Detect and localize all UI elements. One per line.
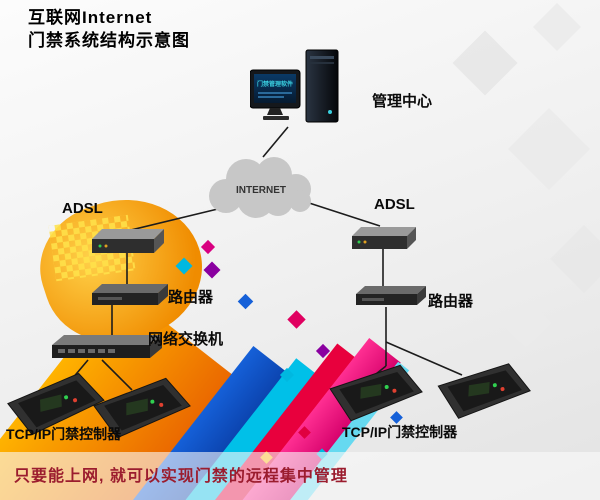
controller-icon: [437, 363, 531, 419]
modem-icon: [92, 229, 164, 253]
access-controller: [324, 360, 428, 431]
computer-icon: 门禁管理软件: [249, 49, 339, 123]
access-controller: [1, 367, 112, 446]
access-controller: [87, 372, 197, 449]
router-icon: [356, 286, 426, 305]
footer-text: 只要能上网, 就可以实现门禁的远程集中管理: [14, 468, 348, 485]
router-right-label: 路由器: [428, 293, 474, 310]
adsl-right-label: ADSL: [374, 196, 415, 213]
adsl-left-label: ADSL: [62, 200, 103, 217]
controllers-right-label: TCP/IP门禁控制器: [342, 424, 458, 440]
decor-diamond: [532, 2, 582, 52]
adsl-modem-left: [90, 226, 166, 261]
adsl-modem-right: [350, 224, 418, 257]
access-controller: [432, 359, 535, 428]
title-line2: 门禁系统结构示意图: [28, 31, 190, 50]
poster-title: 互联网Internet 门禁系统结构示意图: [28, 6, 190, 52]
decor-diamond: [500, 297, 552, 349]
router-left-label: 路由器: [168, 289, 214, 306]
management-center-label: 管理中心: [372, 93, 433, 110]
decor-diamond: [507, 107, 591, 191]
controller-icon: [7, 372, 105, 436]
screen-text: 门禁管理软件: [257, 80, 293, 88]
router-icon: [92, 284, 168, 305]
internet-cloud: INTERNET: [198, 152, 324, 225]
footer-band: [0, 452, 600, 500]
router-right: [354, 284, 428, 313]
controller-icon: [93, 377, 191, 439]
management-center-computer: 门禁管理软件: [249, 48, 346, 135]
controller-icon: [329, 364, 423, 422]
router-left: [90, 282, 170, 313]
decor-diamond: [200, 239, 216, 255]
switch-icon: [52, 335, 162, 358]
decor-diamond: [550, 225, 600, 293]
cloud-icon: INTERNET: [209, 157, 311, 218]
network-switch: [50, 332, 164, 367]
switch-label: 网络交换机: [148, 331, 224, 348]
decor-diamond: [287, 310, 306, 329]
decor-diamond: [237, 293, 254, 310]
decor-diamond: [203, 261, 221, 279]
cloud-label: INTERNET: [236, 185, 286, 196]
title-line1: 互联网Internet: [28, 8, 153, 27]
decor-diamond: [452, 30, 518, 96]
controllers-left-label: TCP/IP门禁控制器: [6, 426, 122, 442]
modem-icon: [352, 227, 416, 249]
